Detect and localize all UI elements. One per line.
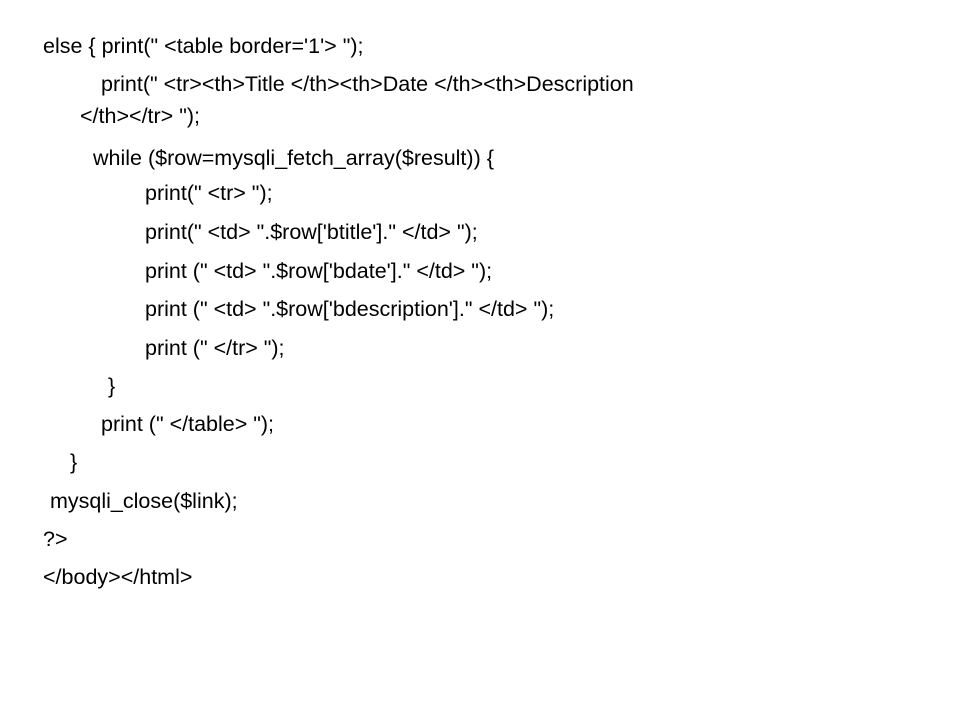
code-line: else { print(" <table border='1'> "); bbox=[43, 34, 364, 58]
code-line: </body></html> bbox=[43, 565, 193, 589]
code-line: while ($row=mysqli_fetch_array($result))… bbox=[93, 146, 494, 170]
code-line: print (" <td> ".$row['bdescription']." <… bbox=[145, 297, 555, 321]
code-line: print(" <td> ".$row['btitle']." </td> ")… bbox=[145, 220, 478, 244]
code-line: print (" </table> "); bbox=[101, 412, 275, 436]
code-line: </th></tr> "); bbox=[80, 104, 200, 128]
code-line: print (" <td> ".$row['bdate']." </td> ")… bbox=[145, 259, 493, 283]
code-line: } bbox=[108, 374, 116, 398]
code-line: print (" </tr> "); bbox=[145, 336, 285, 360]
code-line: ?> bbox=[43, 527, 68, 551]
code-line: } bbox=[70, 450, 78, 474]
code-line: mysqli_close($link); bbox=[50, 489, 238, 513]
code-line: print(" <tr> "); bbox=[145, 181, 273, 205]
code-line: print(" <tr><th>Title </th><th>Date </th… bbox=[101, 72, 634, 96]
